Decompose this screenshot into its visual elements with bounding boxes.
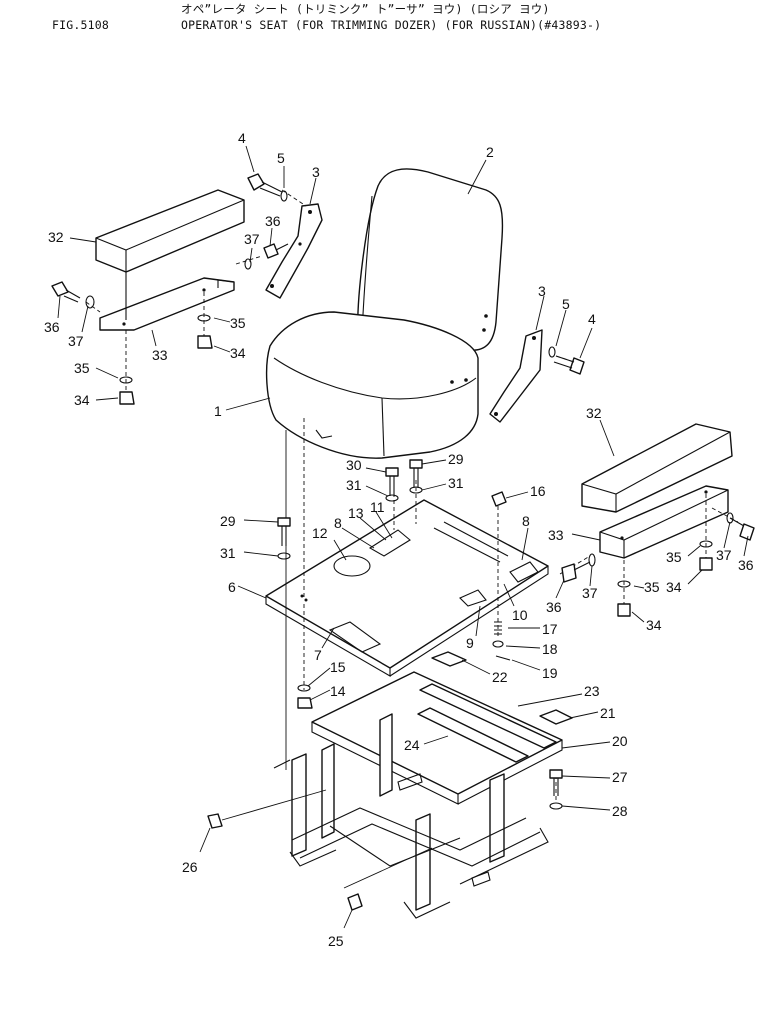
callout-36: 36	[44, 319, 60, 335]
callout-4: 4	[588, 311, 596, 327]
armrest-left	[95, 189, 245, 331]
callout-37: 37	[716, 547, 732, 563]
seat-bracket-left	[265, 203, 323, 299]
callout-36: 36	[265, 213, 281, 229]
callouts: 4 5 3 2 32 37 36 36 37 35 34 33 35	[44, 130, 754, 949]
callout-26: 26	[182, 859, 198, 875]
callout-29: 29	[448, 451, 464, 467]
assembly-lines	[85, 189, 739, 889]
callout-30: 30	[346, 457, 362, 473]
seat-base-frame	[273, 651, 573, 919]
callout-33: 33	[548, 527, 564, 543]
callout-12: 12	[312, 525, 328, 541]
callout-6: 6	[228, 579, 236, 595]
callout-11: 11	[370, 499, 385, 515]
callout-1: 1	[214, 403, 222, 419]
callout-27: 27	[612, 769, 628, 785]
callout-35: 35	[644, 579, 660, 595]
callout-14: 14	[330, 683, 346, 699]
callout-5: 5	[277, 150, 285, 166]
callout-13: 13	[348, 505, 364, 521]
callout-32: 32	[48, 229, 64, 245]
callout-10: 10	[512, 607, 528, 623]
callout-15: 15	[330, 659, 346, 675]
diagram-title: OPERATOR'S SEAT (FOR TRIMMING DOZER) (FO…	[181, 18, 602, 32]
callout-35: 35	[666, 549, 682, 565]
callout-37: 37	[68, 333, 84, 349]
callout-37: 37	[582, 585, 598, 601]
callout-7: 7	[314, 647, 322, 663]
callout-19: 19	[542, 665, 558, 681]
seat-plate	[265, 499, 549, 677]
callout-5: 5	[562, 296, 570, 312]
callout-36: 36	[738, 557, 754, 573]
callout-36: 36	[546, 599, 562, 615]
armrest-right	[581, 423, 733, 559]
callout-31: 31	[346, 477, 362, 493]
callout-28: 28	[612, 803, 628, 819]
callout-22: 22	[492, 669, 508, 685]
callout-2: 2	[486, 144, 494, 160]
callout-23: 23	[584, 683, 600, 699]
callout-8: 8	[334, 515, 342, 531]
callout-34: 34	[666, 579, 682, 595]
callout-3: 3	[312, 164, 320, 180]
callout-29: 29	[220, 513, 236, 529]
callout-32: 32	[586, 405, 602, 421]
callout-35: 35	[230, 315, 246, 331]
callout-33: 33	[152, 347, 168, 363]
callout-18: 18	[542, 641, 558, 657]
callout-34: 34	[646, 617, 662, 633]
callout-24: 24	[404, 737, 420, 753]
callout-37: 37	[244, 231, 260, 247]
callout-34: 34	[74, 392, 90, 408]
callout-35: 35	[74, 360, 90, 376]
callout-20: 20	[612, 733, 628, 749]
figure-number: FIG.5108	[52, 18, 109, 32]
fasteners	[51, 173, 755, 911]
callout-9: 9	[466, 635, 474, 651]
callout-17: 17	[542, 621, 558, 637]
callout-8: 8	[522, 513, 530, 529]
seat-bracket-right	[489, 329, 543, 423]
callout-34: 34	[230, 345, 246, 361]
callout-3: 3	[538, 283, 546, 299]
callout-21: 21	[600, 705, 616, 721]
callout-31: 31	[448, 475, 464, 491]
callout-25: 25	[328, 933, 344, 949]
callout-16: 16	[530, 483, 546, 499]
callout-31: 31	[220, 545, 236, 561]
japanese-title: オペˮレータ シート (トリミンクˮ トˮーサˮ ヨウ) (ロシア ヨウ)	[181, 2, 550, 16]
callout-4: 4	[238, 130, 246, 146]
seat-cushion	[265, 311, 479, 459]
